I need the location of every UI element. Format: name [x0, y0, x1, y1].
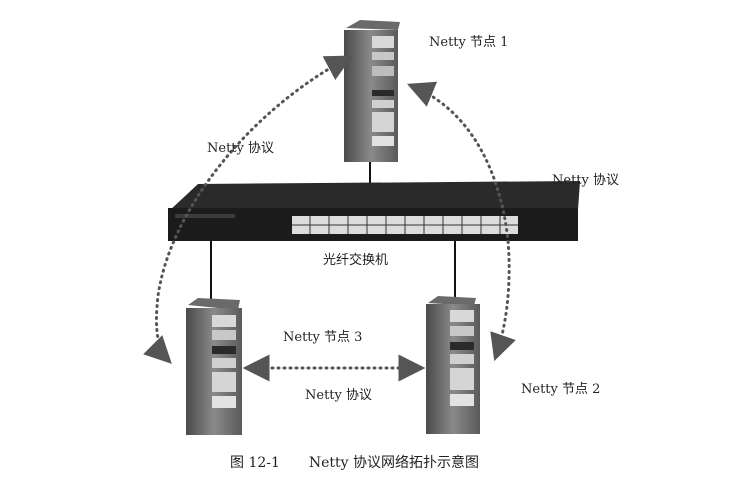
- arrow-node1-node3: [143, 55, 353, 364]
- switch-label: 光纤交换机: [323, 253, 389, 268]
- node2-label: Netty 节点 2: [521, 382, 601, 397]
- node3-label: Netty 节点 3: [283, 330, 363, 345]
- link-label-node1-node3: Netty 协议: [207, 141, 274, 156]
- fiber-switch: [168, 181, 580, 241]
- figure-title: Netty 协议网络拓扑示意图: [308, 455, 479, 471]
- server-node1: [344, 20, 400, 162]
- server-node3: [186, 298, 242, 435]
- arrow-node1-node2: [407, 81, 516, 362]
- link-label-node3-node2: Netty 协议: [305, 388, 372, 403]
- switch-ports: [292, 216, 518, 234]
- node1-label: Netty 节点 1: [429, 35, 509, 50]
- figure-number: 图 12-1: [230, 455, 280, 471]
- link-label-node1-node2: Netty 协议: [552, 173, 619, 188]
- figure-caption: 图 12-1 Netty 协议网络拓扑示意图: [230, 452, 479, 472]
- protocol-arrows: [143, 55, 516, 382]
- server-node2: [426, 296, 480, 434]
